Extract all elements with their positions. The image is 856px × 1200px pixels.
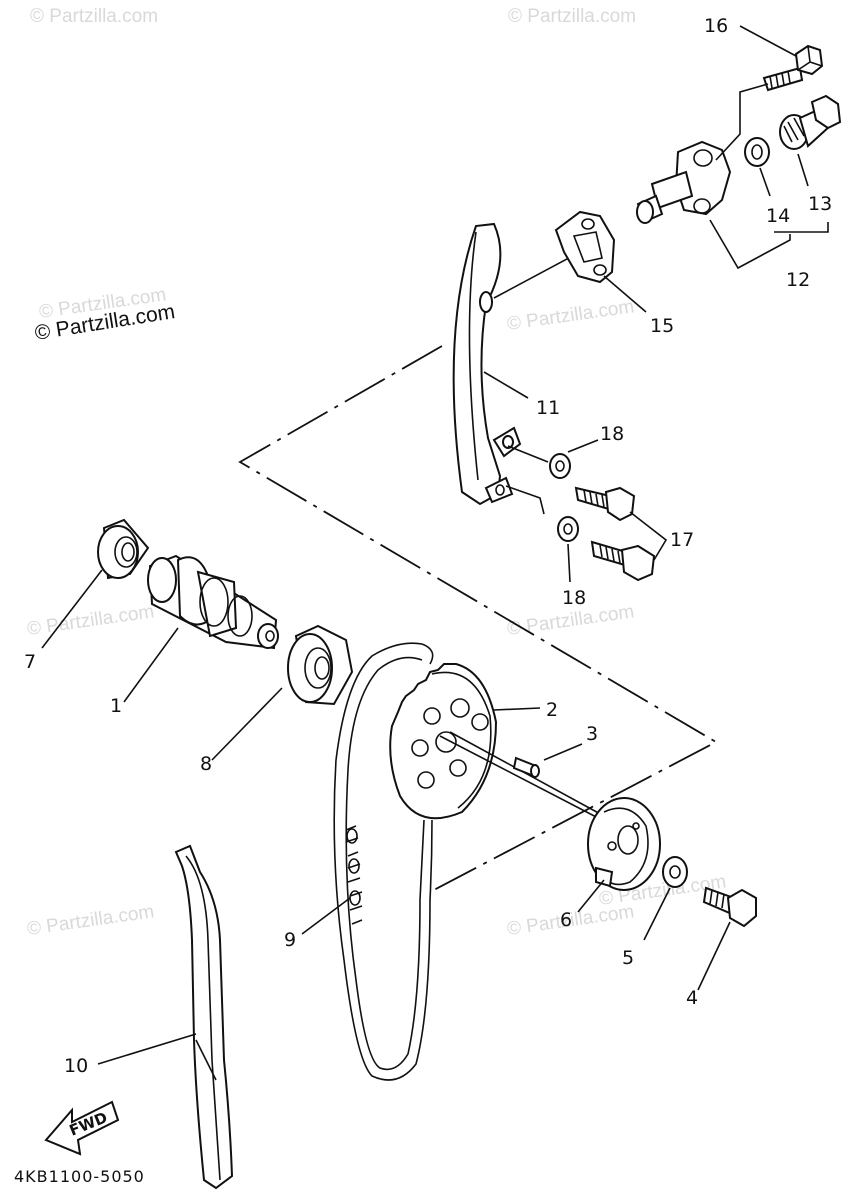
leader-line — [577, 879, 605, 913]
diagram-code: 4KB1100-5050 — [14, 1167, 145, 1186]
assembly-plane-outline — [238, 345, 718, 893]
callout-6: 6 — [560, 909, 572, 931]
gasket-part-15 — [554, 210, 616, 284]
callout-14: 14 — [766, 205, 790, 227]
leader-line — [483, 371, 529, 399]
watermark: © Partzilla.com — [506, 296, 636, 335]
leader-line — [439, 735, 603, 821]
callout-17: 17 — [670, 529, 694, 551]
chain-guide-part-11 — [452, 222, 522, 506]
leader-line — [797, 153, 809, 187]
leader-line — [774, 222, 829, 233]
callout-9: 9 — [284, 929, 296, 951]
leader-line — [709, 219, 791, 270]
leader-line — [505, 485, 545, 515]
leader-line — [567, 439, 599, 453]
callout-8: 8 — [200, 753, 212, 775]
washer-part-18-upper — [549, 453, 571, 479]
forward-arrow-icon: FWD — [44, 1100, 120, 1156]
leader-line — [697, 921, 731, 991]
plug-part-13 — [779, 94, 842, 150]
callout-4: 4 — [686, 987, 698, 1009]
leader-line — [715, 83, 769, 161]
leader-line — [567, 543, 571, 583]
chain-guide-part-10 — [174, 844, 234, 1190]
callout-18-upper: 18 — [600, 423, 624, 445]
watermark: © Partzilla.com — [30, 6, 158, 27]
callout-11: 11 — [536, 397, 560, 419]
washer-part-18-lower — [557, 516, 579, 542]
camshaft-part-1 — [147, 554, 279, 650]
callout-layer: 16 13 14 12 15 11 18 17 18 7 1 2 3 8 6 9… — [24, 15, 832, 1077]
callout-18-lower: 18 — [562, 587, 586, 609]
washer-part-5 — [662, 856, 688, 888]
leader-line — [759, 167, 771, 197]
plate-part-6 — [587, 797, 661, 891]
sprocket-part-2 — [389, 663, 498, 820]
leader-line — [493, 251, 581, 299]
leader-line — [97, 1033, 197, 1065]
leader-line — [123, 627, 179, 703]
dowel-pin-part-3 — [512, 756, 540, 778]
callout-12: 12 — [786, 269, 810, 291]
washer-part-14 — [744, 137, 770, 167]
watermark: © Partzilla.com — [26, 901, 156, 940]
callout-16: 16 — [704, 15, 728, 37]
bolt-part-4 — [702, 886, 757, 928]
callout-7: 7 — [24, 651, 36, 673]
leader-line — [629, 511, 668, 561]
callout-15: 15 — [650, 315, 674, 337]
leader-line — [603, 275, 647, 313]
watermark: © Partzilla.com — [26, 601, 156, 640]
leader-line — [41, 569, 103, 649]
callout-5: 5 — [622, 947, 634, 969]
callout-10: 10 — [64, 1055, 88, 1077]
leader-line — [301, 897, 351, 935]
callout-3: 3 — [586, 723, 598, 745]
callout-2: 2 — [546, 699, 558, 721]
bolt-part-16 — [762, 44, 824, 92]
leader-line — [739, 25, 797, 57]
leader-line — [643, 887, 671, 941]
bolt-part-17-upper — [574, 486, 636, 522]
leader-line — [493, 707, 541, 711]
callout-13: 13 — [808, 193, 832, 215]
leader-line — [211, 687, 283, 761]
callout-1: 1 — [110, 695, 122, 717]
watermark: © Partzilla.com — [508, 6, 636, 27]
cam-chain-part-9 — [333, 642, 434, 1081]
bolt-part-17-lower — [590, 540, 656, 582]
tensioner-part-12 — [636, 140, 732, 224]
leader-line — [507, 445, 549, 463]
bearing-part-7 — [97, 518, 150, 580]
leader-line — [543, 743, 583, 761]
bearing-part-8 — [287, 624, 354, 706]
